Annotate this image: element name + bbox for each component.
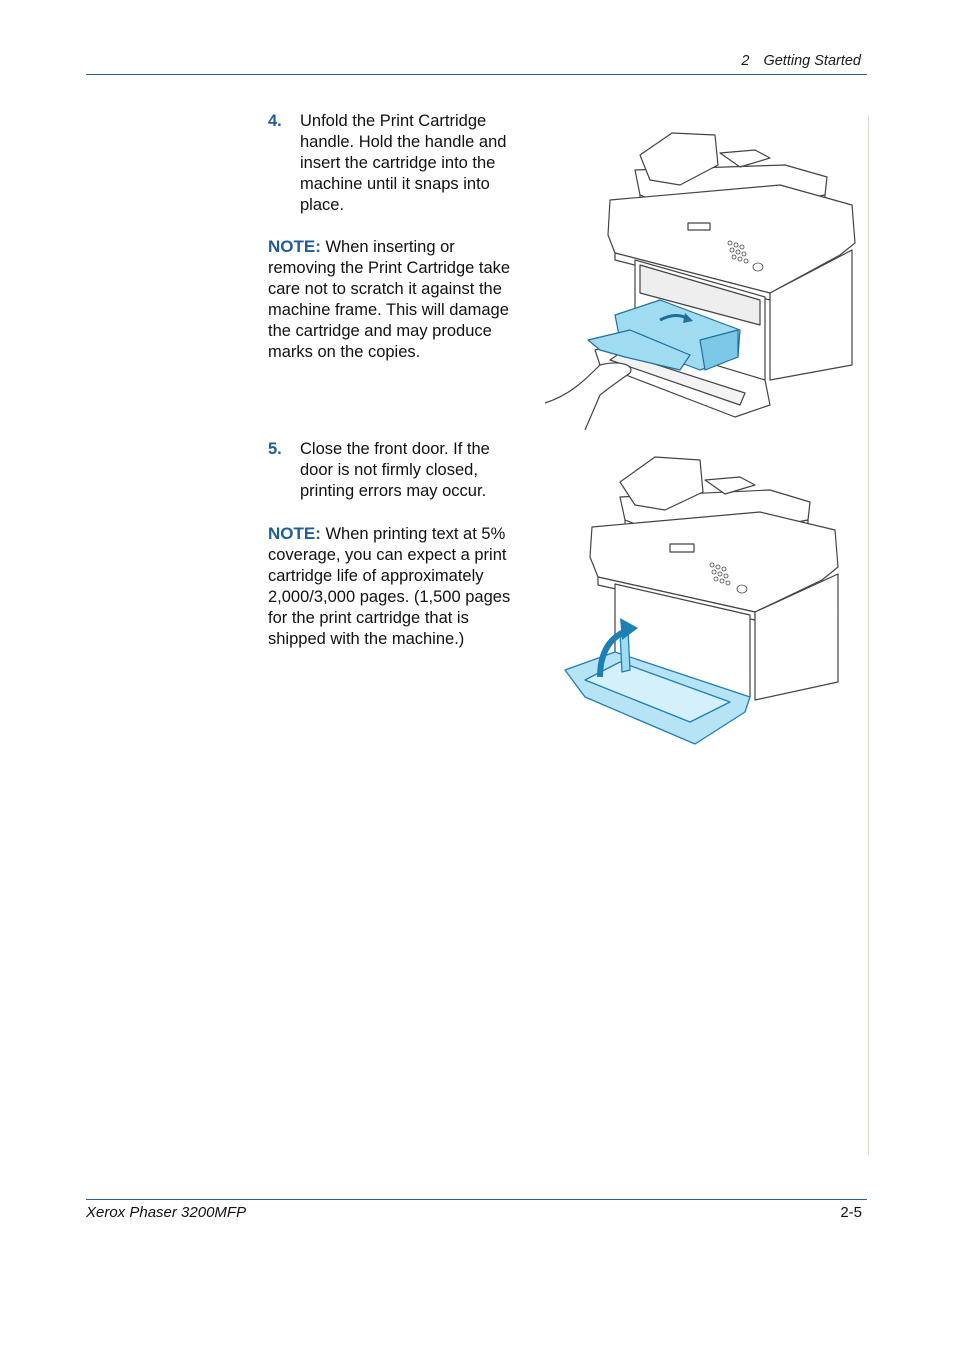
footer-rule: [86, 1199, 867, 1200]
chapter-number: 2: [741, 53, 750, 69]
header-rule: [86, 74, 867, 75]
printer-close-door-illustration: [564, 456, 839, 745]
step-number: 4.: [268, 112, 282, 130]
step-text: Unfold the Print Cartridge handle. Hold …: [300, 112, 507, 214]
chapter-title: Getting Started: [763, 53, 861, 69]
note-text: When printing text at 5% coverage, you c…: [268, 525, 511, 648]
note-label: NOTE:: [268, 524, 321, 543]
step-number: 5.: [268, 440, 282, 458]
printer-insert-cartridge-illustration: [544, 132, 856, 430]
note-step-4: NOTE: When inserting or removing the Pri…: [268, 236, 524, 363]
note-text: When inserting or removing the Print Car…: [268, 238, 511, 361]
note-label: NOTE:: [268, 237, 321, 256]
margin-line: [868, 115, 869, 1155]
running-header: 2 Getting Started: [741, 53, 861, 69]
step-text: Close the front door. If the door is not…: [300, 440, 490, 500]
note-step-5: NOTE: When printing text at 5% coverage,…: [268, 523, 524, 650]
footer-page-number: 2-5: [840, 1204, 862, 1221]
step-4: 4. Unfold the Print Cartridge handle. Ho…: [268, 111, 523, 216]
footer-product: Xerox Phaser 3200MFP: [86, 1204, 247, 1221]
step-5: 5. Close the front door. If the door is …: [268, 439, 523, 502]
